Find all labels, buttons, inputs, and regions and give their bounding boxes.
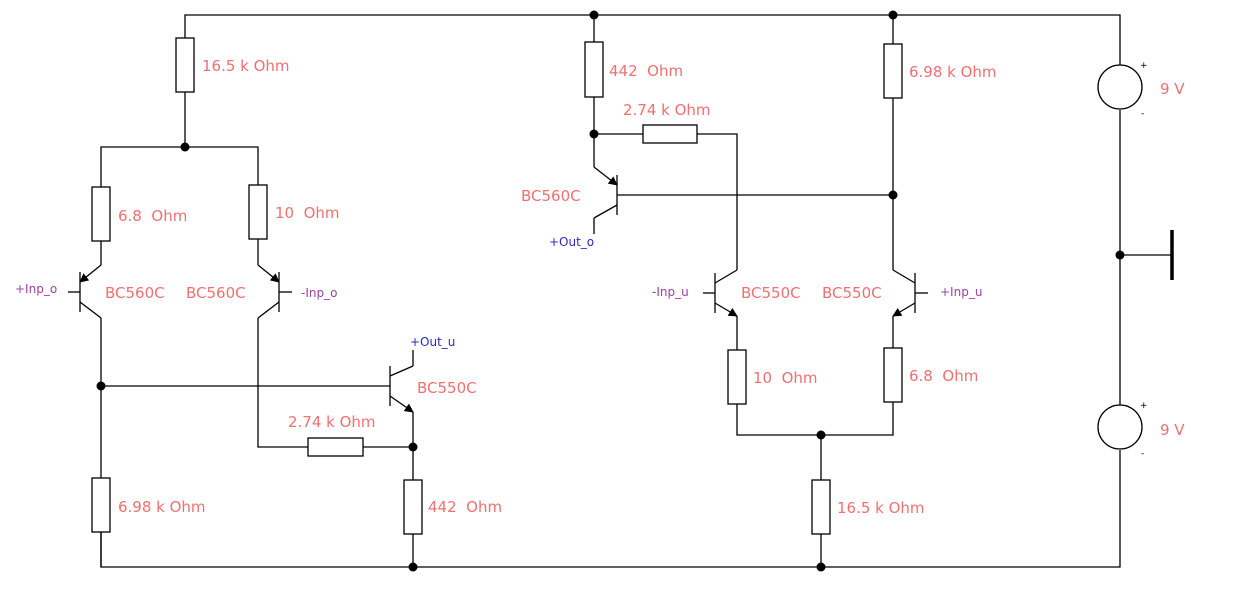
transistor-q1-label: BC560C (105, 284, 165, 302)
resistor-r9-label: 6.98 k Ohm (909, 63, 997, 81)
transistor-q5-label: BC550C (741, 284, 801, 302)
source-v2-plus: + (1140, 401, 1148, 411)
resistor-r7 (584, 41, 604, 98)
resistor-r11-label: 6.8 Ohm (909, 367, 978, 385)
transistor-q3-label: BC550C (417, 379, 477, 397)
resistor-r6-label: 442 Ohm (428, 498, 502, 516)
resistor-r2-label: 6.8 Ohm (118, 207, 187, 225)
resistor-r8-label: 2.74 k Ohm (623, 101, 711, 119)
resistor-r11 (883, 347, 903, 403)
resistor-r10 (727, 349, 747, 405)
resistor-r6 (403, 479, 423, 535)
source-v1-plus: + (1140, 61, 1148, 71)
transistor-q6-label: BC550C (822, 284, 882, 302)
junction-dots (96, 10, 1125, 572)
resistor-r9 (883, 43, 903, 99)
port-labels: +Inp_o -Inp_o +Out_u +Out_o -Inp_u +Inp_… (15, 235, 982, 349)
resistor-r7-label: 442 Ohm (609, 62, 683, 80)
voltage-sources (1097, 64, 1143, 450)
resistor-r10-label: 10 Ohm (753, 369, 818, 387)
source-v2-minus: - (1141, 449, 1144, 459)
source-labels: 9 V 9 V + - + - (1140, 61, 1185, 459)
port-out-u: +Out_u (410, 335, 455, 349)
resistor-r12 (811, 479, 831, 535)
transistor-q4-label: BC560C (521, 187, 581, 205)
transistor-symbols (68, 166, 928, 413)
resistor-r4 (307, 437, 364, 457)
voltage-source-v2 (1097, 404, 1143, 450)
resistor-r8 (642, 124, 698, 144)
resistor-r4-label: 2.74 k Ohm (288, 413, 376, 431)
port-out-o: +Out_o (549, 235, 594, 249)
resistor-r5 (91, 477, 111, 533)
wires (100, 14, 1172, 568)
source-v1-minus: - (1141, 109, 1144, 119)
resistor-r12-label: 16.5 k Ohm (837, 499, 925, 517)
port-inp-o-minus: -Inp_o (301, 286, 337, 300)
resistor-labels: 16.5 k Ohm 6.8 Ohm 10 Ohm 2.74 k Ohm 6.9… (118, 57, 997, 517)
transistor-labels: BC560C BC560C BC550C BC560C BC550C BC550… (105, 187, 882, 397)
port-inp-u-plus: +Inp_u (940, 285, 982, 299)
resistor-r3-label: 10 Ohm (275, 204, 340, 222)
source-v2-value: 9 V (1160, 421, 1185, 439)
resistor-r3 (248, 184, 268, 240)
resistor-r5-label: 6.98 k Ohm (118, 498, 206, 516)
port-inp-o-plus: +Inp_o (15, 282, 57, 296)
source-v1-value: 9 V (1160, 80, 1185, 98)
transistor-q2-label: BC560C (186, 284, 246, 302)
port-inp-u-minus: -Inp_u (652, 285, 689, 299)
resistor-bodies (91, 37, 903, 535)
resistor-r1-label: 16.5 k Ohm (202, 57, 290, 75)
voltage-source-v1 (1097, 64, 1143, 110)
resistor-r1 (175, 37, 195, 93)
resistor-r2 (91, 186, 111, 242)
